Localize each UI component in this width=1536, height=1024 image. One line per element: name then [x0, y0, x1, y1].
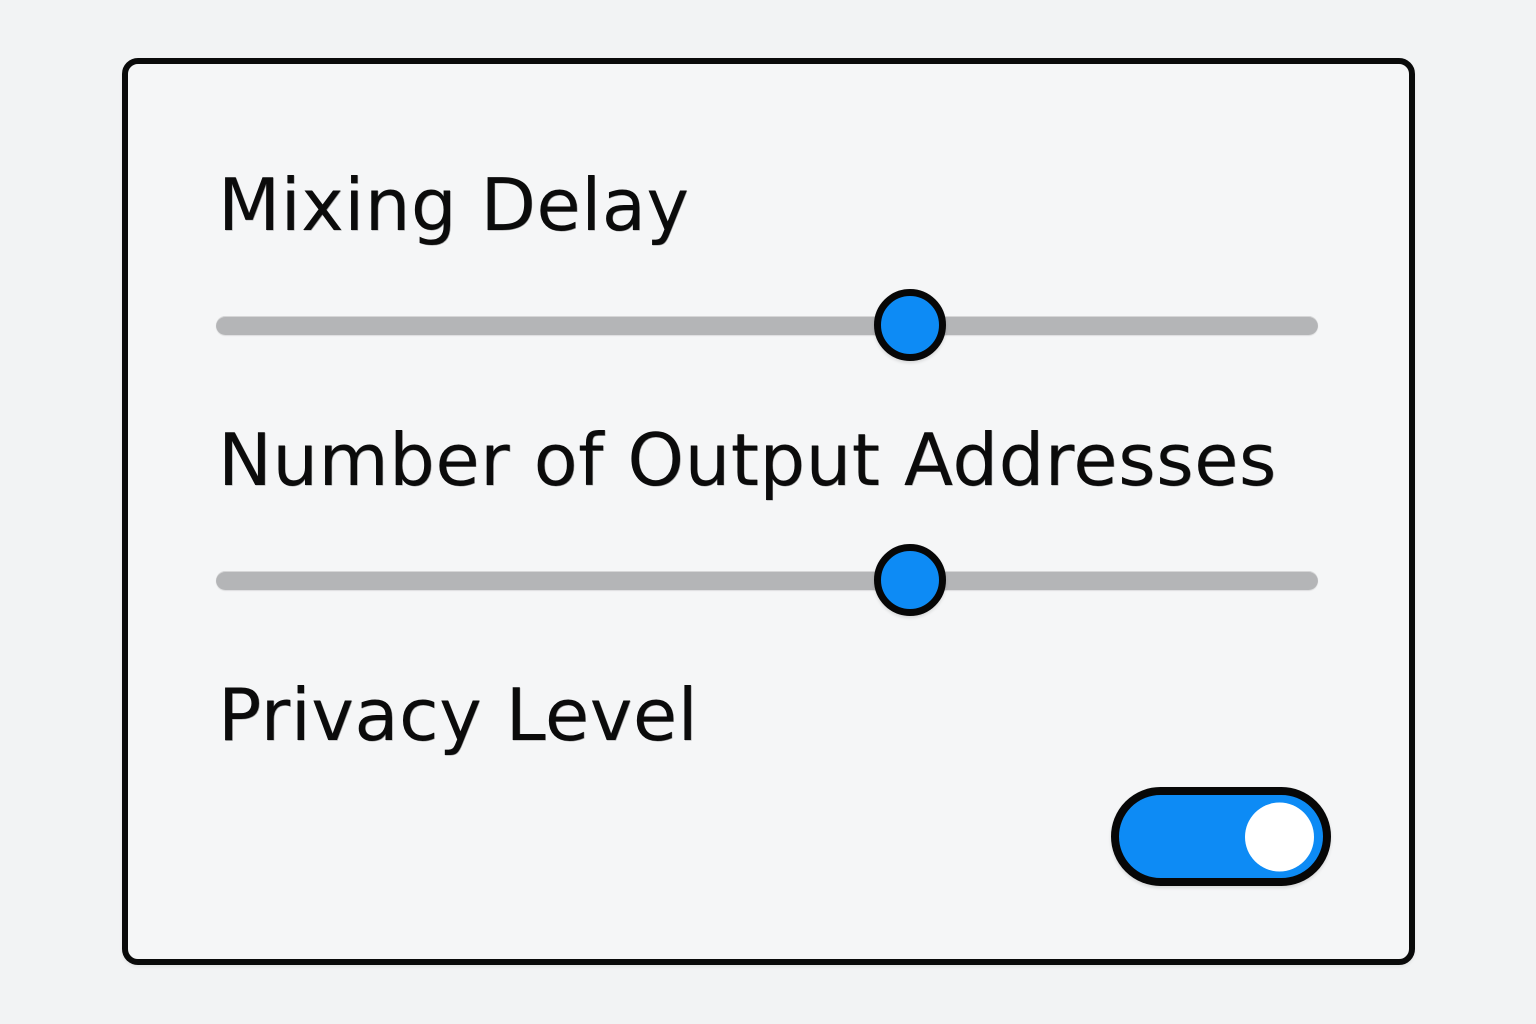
slider-track-output-addresses[interactable] [216, 571, 1318, 590]
setting-label-output-addresses: Number of Output Addresses [218, 418, 1277, 502]
slider-thumb-mixing-delay[interactable] [874, 289, 947, 361]
slider-mixing-delay[interactable] [216, 287, 1318, 363]
setting-row-mixing-delay: Mixing Delay [128, 164, 1409, 364]
settings-card: Mixing Delay Number of Output Addresses … [122, 58, 1415, 965]
slider-track-mixing-delay[interactable] [216, 316, 1318, 335]
setting-label-privacy-level: Privacy Level [218, 673, 699, 757]
setting-row-output-addresses: Number of Output Addresses [128, 419, 1409, 619]
toggle-privacy-level[interactable] [1111, 787, 1331, 886]
slider-thumb-output-addresses[interactable] [874, 544, 947, 616]
toggle-knob-privacy-level [1245, 802, 1314, 871]
slider-output-addresses[interactable] [216, 542, 1318, 618]
setting-label-mixing-delay: Mixing Delay [218, 163, 690, 247]
setting-row-privacy-level: Privacy Level [128, 673, 1409, 886]
